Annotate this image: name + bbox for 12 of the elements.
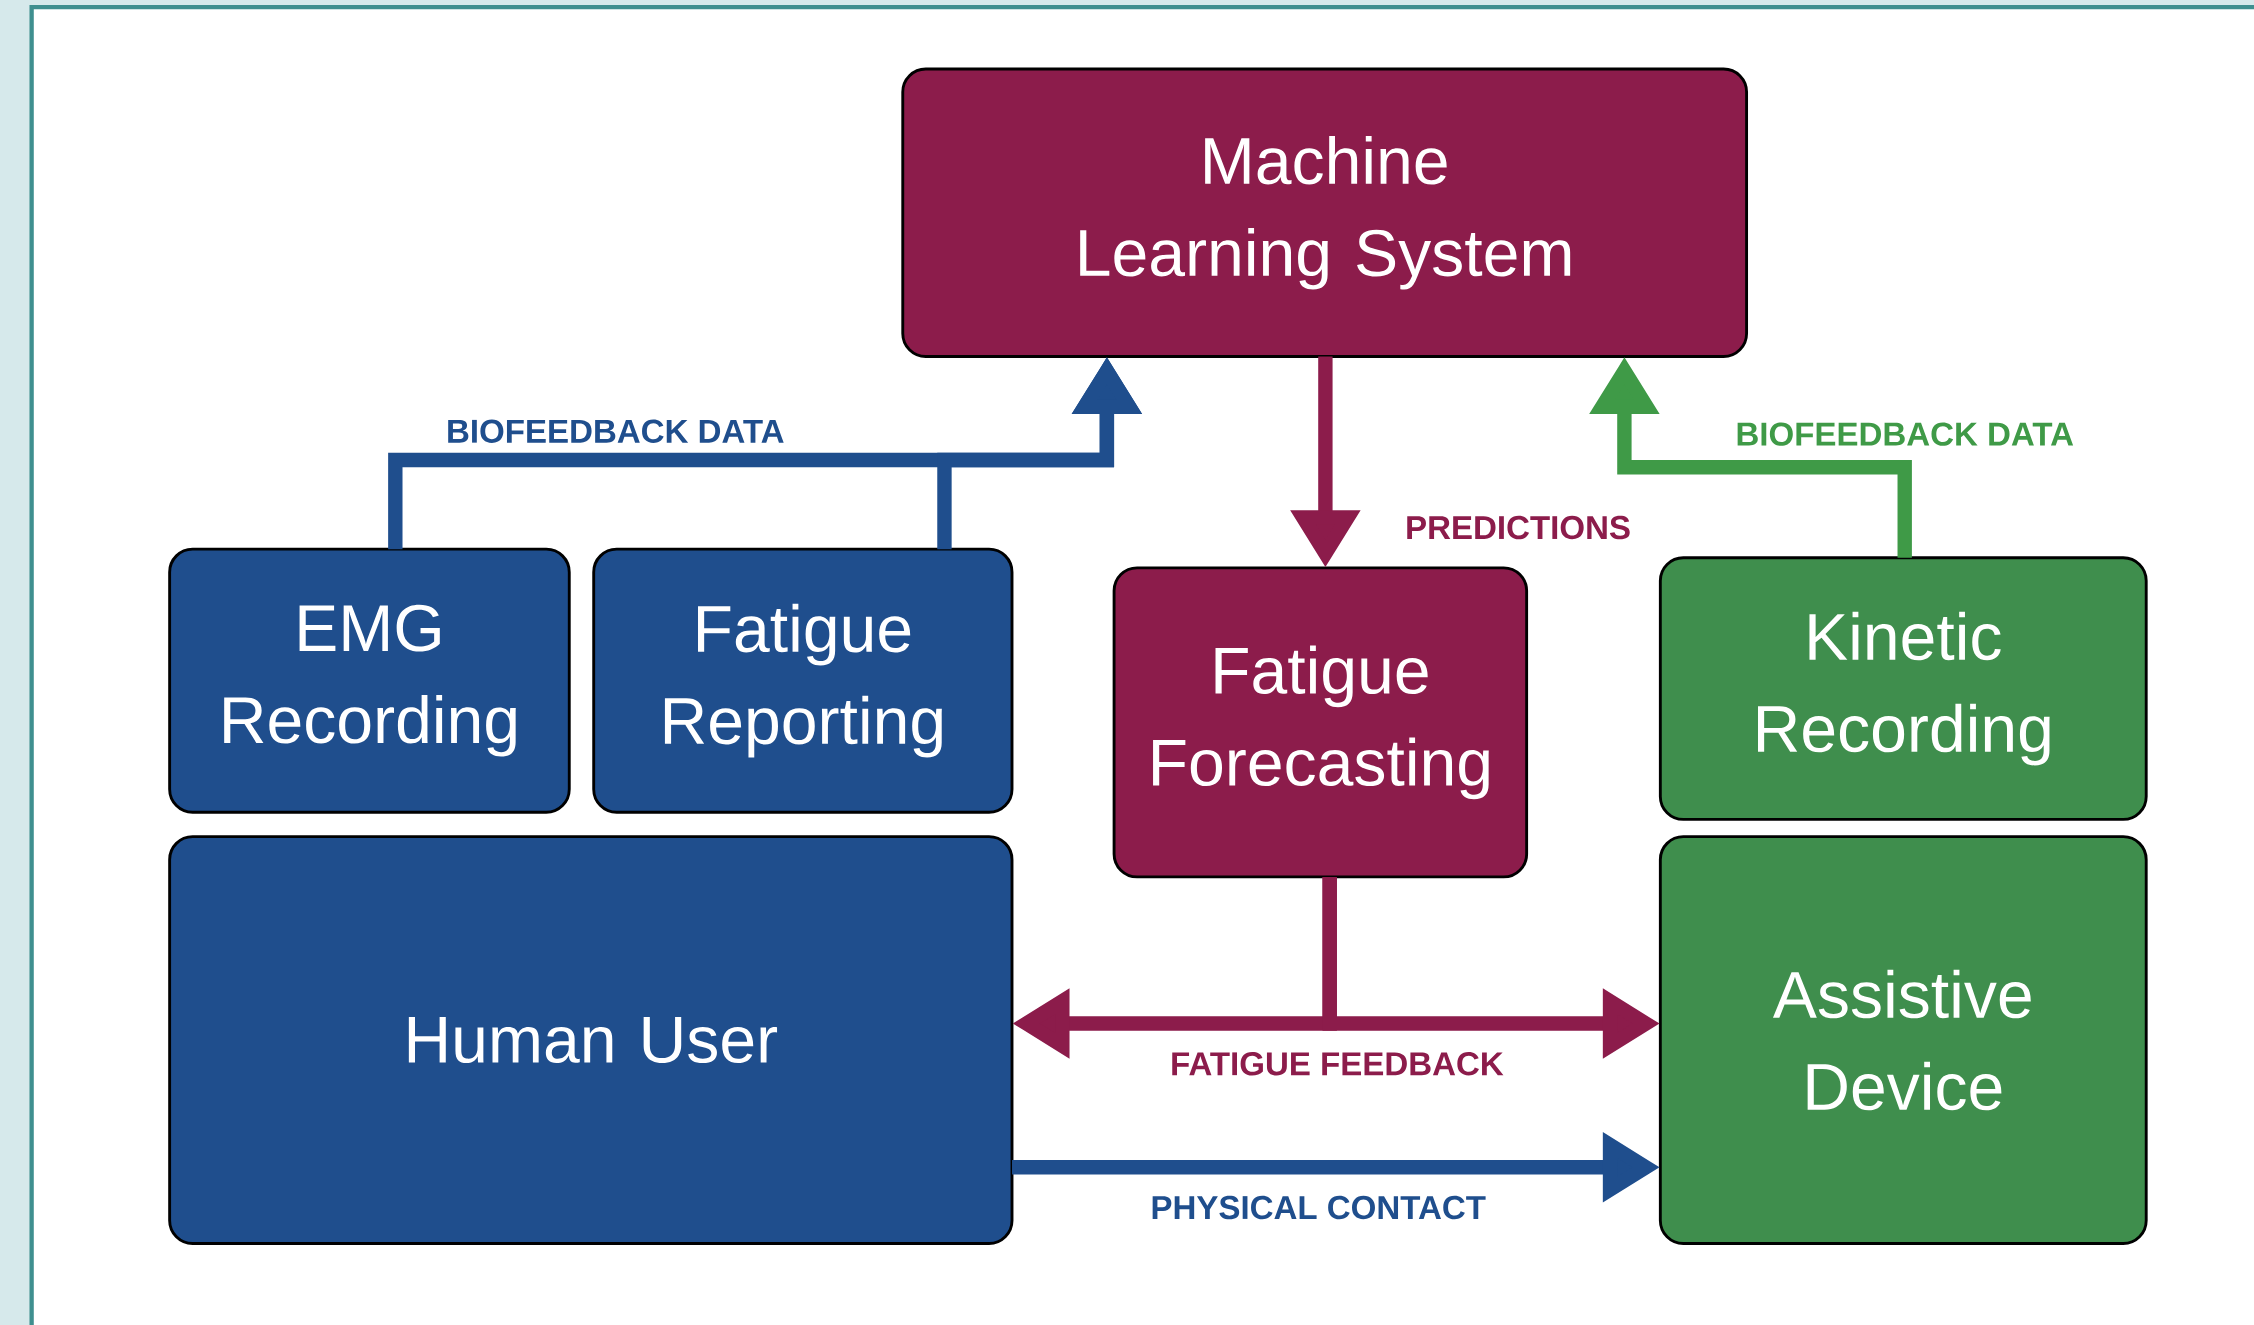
process-box: Machine Learning System bbox=[901, 67, 1748, 358]
edge-label: PREDICTIONS bbox=[1402, 512, 1634, 542]
process-box: Assistive Device bbox=[1658, 835, 2148, 1245]
process-box: Fatigue Forecasting bbox=[1112, 566, 1529, 879]
edge-label: BIOFEEDBACK DATA bbox=[443, 416, 788, 446]
edge-label: FATIGUE FEEDBACK bbox=[1167, 1049, 1507, 1079]
edge-label: PHYSICAL CONTACT bbox=[1147, 1192, 1489, 1222]
edge-label: BIOFEEDBACK DATA bbox=[1732, 419, 2077, 449]
process-box: Kinetic Recording bbox=[1658, 556, 2148, 821]
process-box: Human User bbox=[168, 835, 1014, 1245]
process-box: Fatigue Reporting bbox=[592, 547, 1014, 814]
process-box: EMG Recording bbox=[168, 547, 571, 814]
